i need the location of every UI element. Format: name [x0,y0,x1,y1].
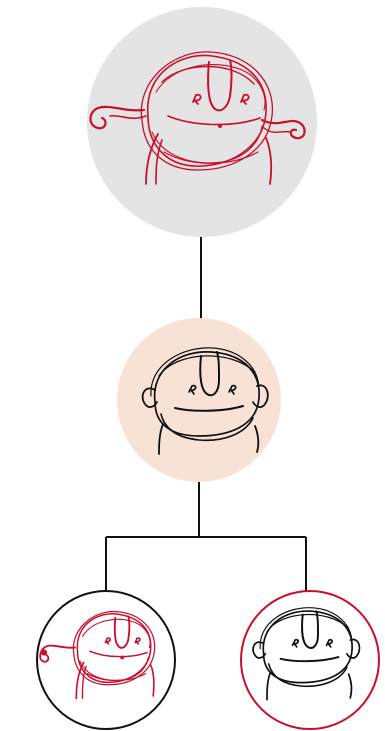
node-bottom-left [37,591,175,729]
node-middle [117,318,281,482]
node-middle-circle [117,318,281,482]
node-bottom-right [241,591,379,729]
chin-dot [120,656,124,660]
node-top [87,7,317,237]
chin-dot [218,124,222,128]
